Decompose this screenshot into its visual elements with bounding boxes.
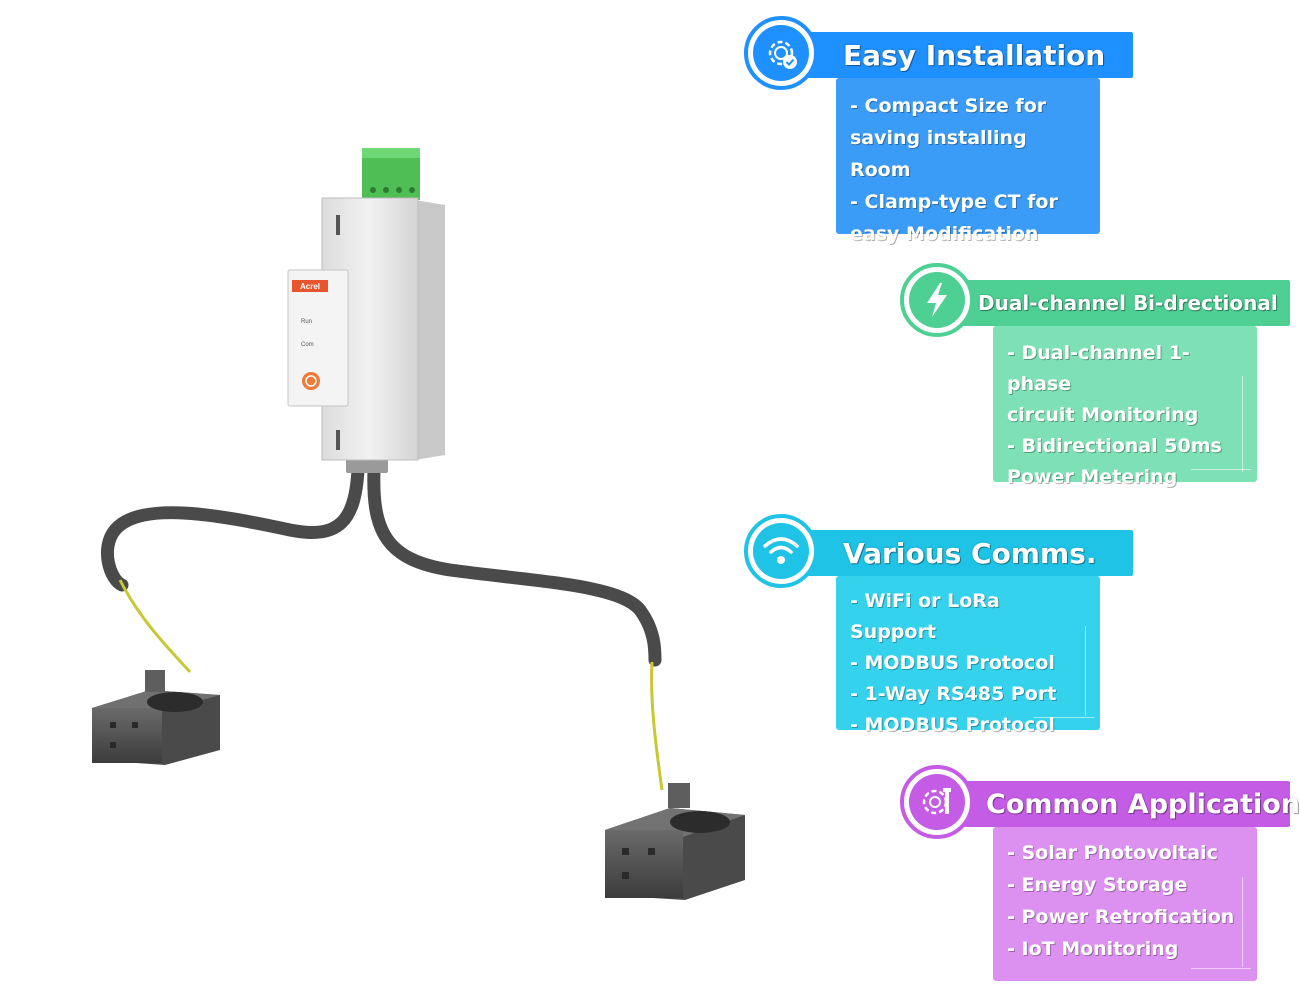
cable-left <box>100 463 365 674</box>
cable-right <box>367 463 664 791</box>
feature-title: Easy Installation <box>843 38 1106 72</box>
feature-item: saving installing Room <box>850 127 1027 181</box>
feature-item: - Energy Storage <box>1007 874 1188 896</box>
feature-title: Various Comms. <box>843 536 1097 570</box>
current-transformer-left <box>92 670 220 765</box>
gear-check-icon <box>744 16 818 90</box>
feature-item: - Compact Size for <box>850 95 1047 117</box>
feature-title: Common Application <box>986 788 1300 820</box>
feature-body: - Dual-channel 1-phase circuit Monitorin… <box>993 326 1257 488</box>
gear-wrench-icon <box>900 765 974 839</box>
indicator-run: Run <box>301 319 312 325</box>
feature-item: - MODBUS Protocol <box>850 652 1055 674</box>
product-illustration: Acrel Run Com <box>92 148 745 900</box>
feature-item: - IoT Monitoring <box>1007 938 1179 960</box>
feature-item: - Clamp-type CT for <box>850 191 1058 213</box>
feature-item: - 1-Way RS485 Port <box>850 683 1057 705</box>
feature-header: Dual-channel Bi-drectional <box>946 280 1290 326</box>
feature-item: - MODBUS Protocol <box>850 714 1055 736</box>
feature-item: - Power Retrofication <box>1007 906 1235 928</box>
feature-title: Dual-channel Bi-drectional <box>978 291 1278 315</box>
feature-header: Easy Installation <box>795 32 1133 78</box>
lightning-icon <box>900 263 974 337</box>
current-transformer-right <box>605 783 745 900</box>
feature-item: - Bidirectional 50ms <box>1007 435 1222 457</box>
meter-body: Acrel Run Com <box>287 197 445 461</box>
terminal-block <box>362 148 420 200</box>
feature-item: - Solar Photovoltaic <box>1007 842 1218 864</box>
feature-item: easy Modification <box>850 223 1039 245</box>
feature-item: Power Metering <box>1007 466 1178 488</box>
feature-body: - Compact Size for saving installing Roo… <box>836 78 1100 245</box>
wifi-icon <box>744 514 818 588</box>
feature-header: Various Comms. <box>795 530 1133 576</box>
feature-item: - Dual-channel 1-phase <box>1007 342 1190 395</box>
reset-button[interactable] <box>302 372 320 390</box>
feature-body: - WiFi or LoRa Support - MODBUS Protocol… <box>836 576 1100 736</box>
feature-body: - Solar Photovoltaic - Energy Storage - … <box>993 827 1257 981</box>
feature-item: circuit Monitoring <box>1007 404 1199 426</box>
feature-item: - WiFi or LoRa Support <box>850 590 1000 643</box>
feature-header: Common Application <box>946 781 1300 827</box>
indicator-com: Com <box>301 342 314 348</box>
brand-label: Acrel <box>300 282 320 291</box>
